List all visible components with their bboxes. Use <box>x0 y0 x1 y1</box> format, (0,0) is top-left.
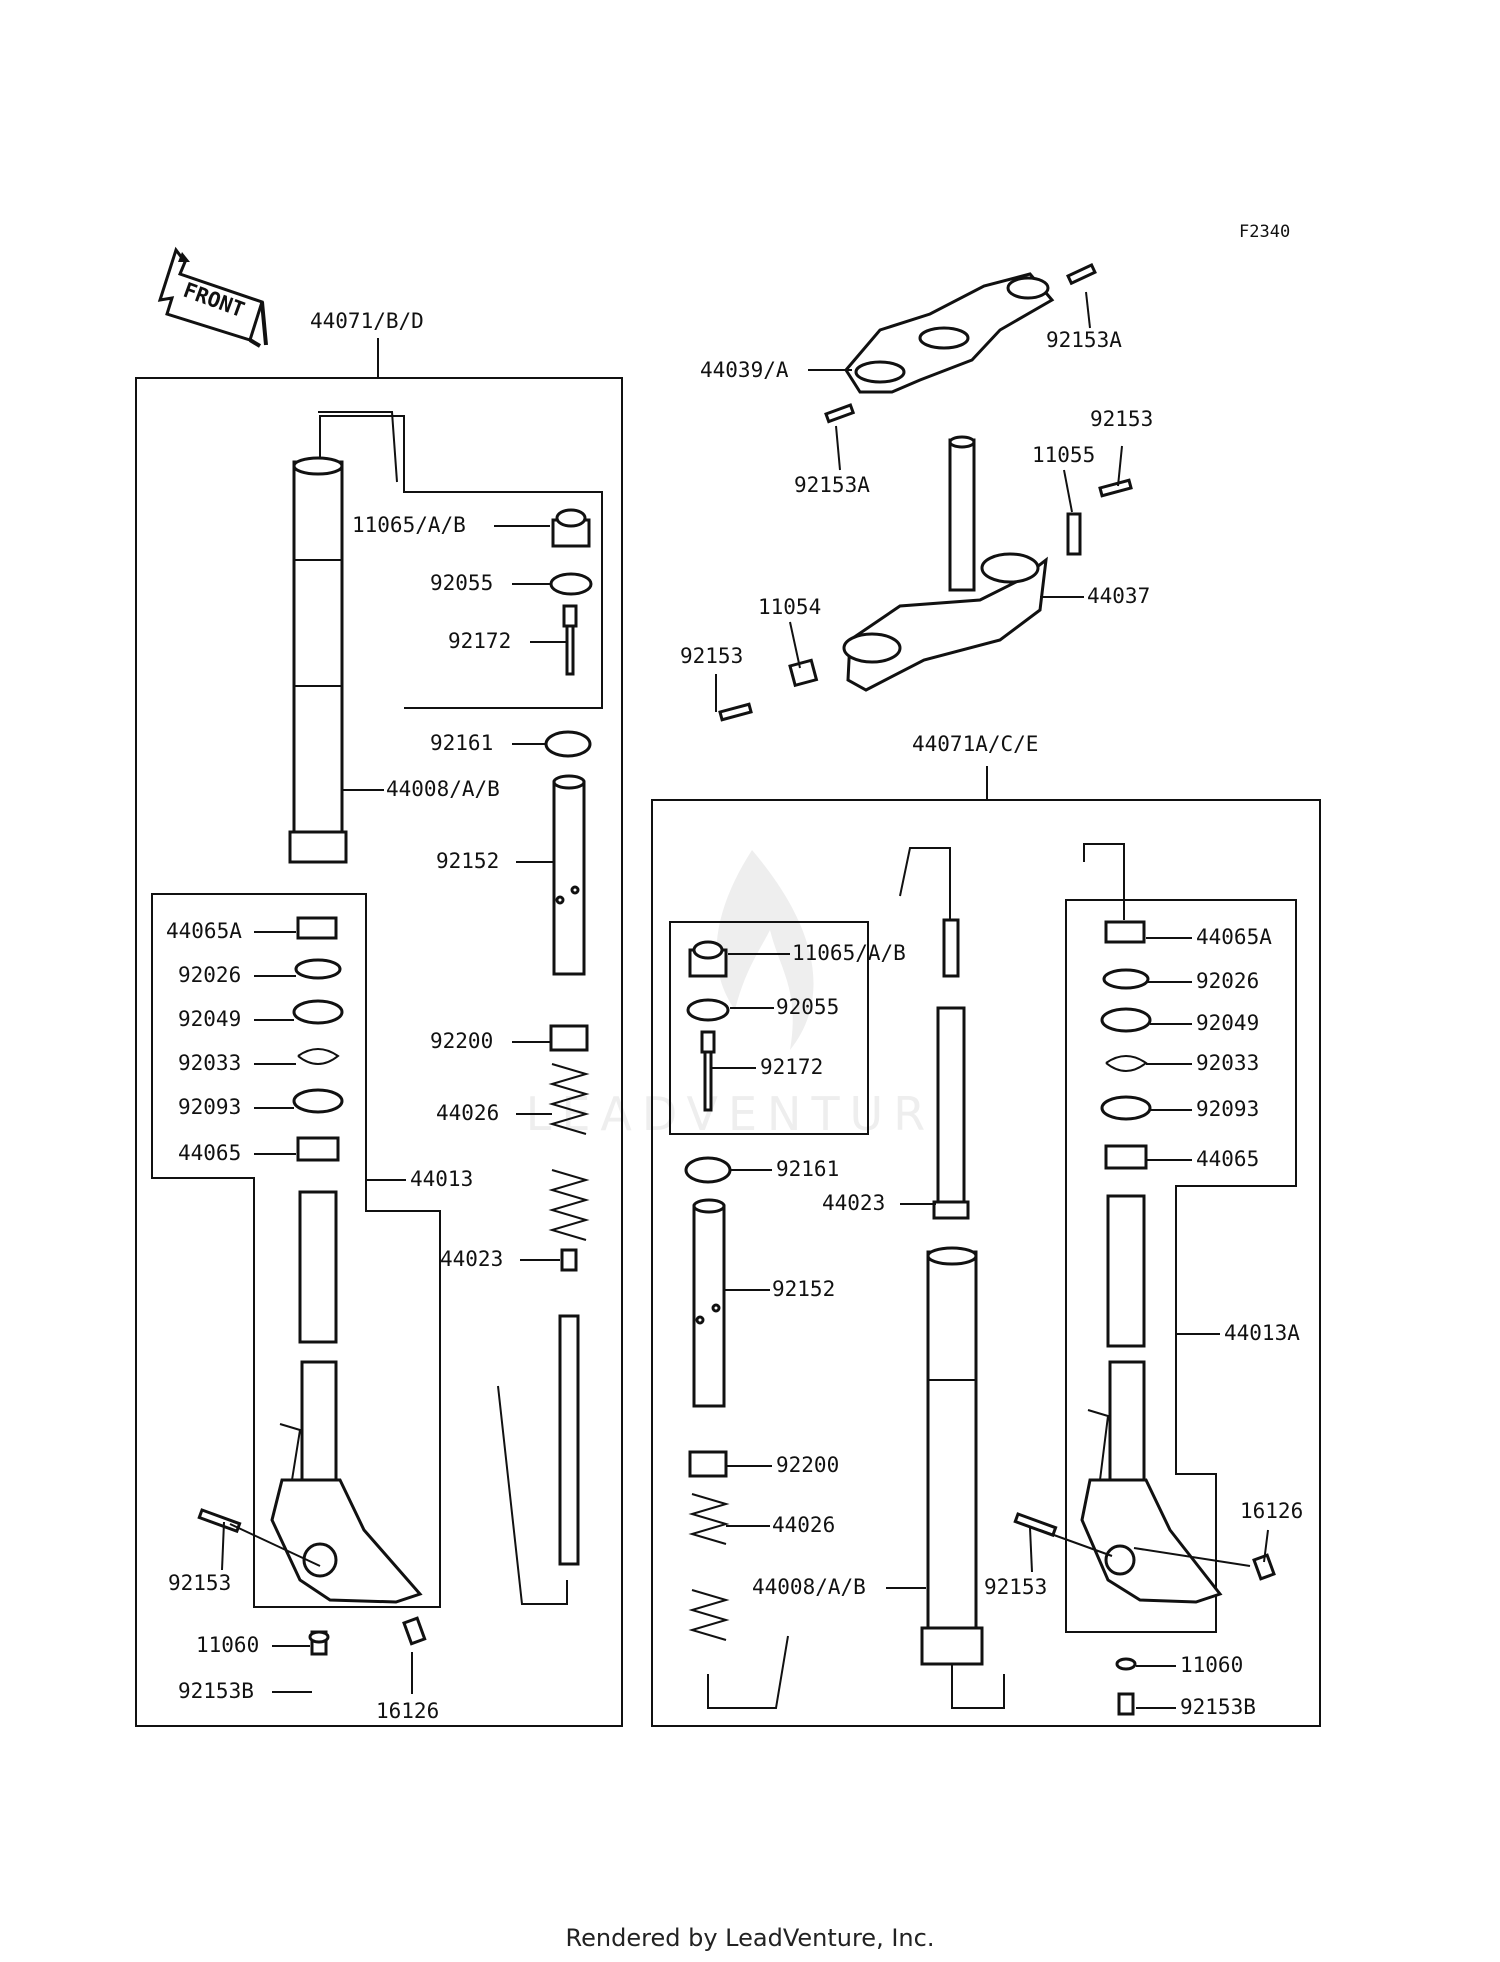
label-92153a-mid: 92153A <box>794 473 870 497</box>
inner-tube-44013-left <box>197 1190 427 1656</box>
label-11054: 11054 <box>758 595 821 619</box>
fork-cap-set-left <box>544 508 593 758</box>
label-92033-left: 92033 <box>178 1051 241 1075</box>
label-44065-right: 44065 <box>1196 1147 1259 1171</box>
label-44023-left: 44023 <box>440 1247 503 1271</box>
label-44071a-c-e: 44071A/C/E <box>912 732 1038 756</box>
label-44065a-left: 44065A <box>166 919 242 943</box>
label-92049-right: 92049 <box>1196 1011 1259 1035</box>
upper-triple-clamp <box>824 263 1097 424</box>
label-92153-right-bolt: 92153 <box>984 1575 1047 1599</box>
fork-cap-set-right <box>684 940 732 1184</box>
label-11065-right: 11065/A/B <box>792 941 906 965</box>
label-92049-left: 92049 <box>178 1007 241 1031</box>
label-44037: 44037 <box>1087 584 1150 608</box>
label-11060-right: 11060 <box>1180 1653 1243 1677</box>
fork-tube-44008-right <box>920 1246 1005 1709</box>
label-92153-right: 92153 <box>1090 407 1153 431</box>
label-92055-right: 92055 <box>776 995 839 1019</box>
diagram-code: F2340 <box>1239 222 1291 242</box>
label-11060-left: 11060 <box>196 1633 259 1657</box>
label-44039-a: 44039/A <box>700 358 789 382</box>
label-44008-right: 44008/A/B <box>752 1575 866 1599</box>
label-44023-right: 44023 <box>822 1191 885 1215</box>
seal-stack-right <box>1083 843 1152 1170</box>
damper-rod-right <box>688 1198 789 1709</box>
inner-tube-44013A-right <box>1013 1194 1276 1716</box>
label-16126-right: 16126 <box>1240 1499 1303 1523</box>
label-44008-left: 44008/A/B <box>386 777 500 801</box>
label-92161-right: 92161 <box>776 1157 839 1181</box>
label-44013a-right: 44013A <box>1224 1321 1300 1345</box>
label-92153-stem: 92153 <box>680 644 743 668</box>
front-arrow-icon: FRONT <box>157 246 268 348</box>
label-92152-right: 92152 <box>772 1277 835 1301</box>
label-92033-right: 92033 <box>1196 1051 1259 1075</box>
label-92172-left: 92172 <box>448 629 511 653</box>
left-fork-assembly <box>135 338 623 1727</box>
label-44071-b-d: 44071/B/D <box>310 309 424 333</box>
label-92153b-left: 92153B <box>178 1679 254 1703</box>
label-44026-right: 44026 <box>772 1513 835 1537</box>
callout-labels: 44071/B/D 44039/A 92153A 92153A 92153 11… <box>166 291 1303 1723</box>
label-92200-left: 92200 <box>430 1029 493 1053</box>
label-44013-left: 44013 <box>410 1167 473 1191</box>
label-92093-left: 92093 <box>178 1095 241 1119</box>
label-92200-right: 92200 <box>776 1453 839 1477</box>
watermark-text: LEADVENTURE <box>526 1087 975 1141</box>
label-44065-left: 44065 <box>178 1141 241 1165</box>
label-44065a-right: 44065A <box>1196 925 1272 949</box>
label-92153a-top: 92153A <box>1046 328 1122 352</box>
label-44026-left: 44026 <box>436 1101 499 1125</box>
label-92026-right: 92026 <box>1196 969 1259 993</box>
label-92161-left: 92161 <box>430 731 493 755</box>
label-92153-left-bolt: 92153 <box>168 1571 231 1595</box>
lower-triple-clamp <box>718 435 1133 722</box>
seal-stack-left <box>292 916 344 1162</box>
label-92055-left: 92055 <box>430 571 493 595</box>
damper-rod-left <box>497 774 590 1605</box>
right-fork-assembly <box>651 766 1321 1727</box>
label-11055: 11055 <box>1032 443 1095 467</box>
label-16126-left: 16126 <box>376 1699 439 1723</box>
label-92093-right: 92093 <box>1196 1097 1259 1121</box>
fork-tube-44008-left <box>288 411 398 864</box>
label-92152-left: 92152 <box>436 849 499 873</box>
label-92153b-right: 92153B <box>1180 1695 1256 1719</box>
label-11065-left: 11065/A/B <box>352 513 466 537</box>
label-92026-left: 92026 <box>178 963 241 987</box>
label-92172-right: 92172 <box>760 1055 823 1079</box>
watermark: LEADVENTURE <box>526 850 975 1141</box>
footer-credit: Rendered by LeadVenture, Inc. <box>565 1924 935 1952</box>
cartridge-44023-right <box>899 847 970 1220</box>
